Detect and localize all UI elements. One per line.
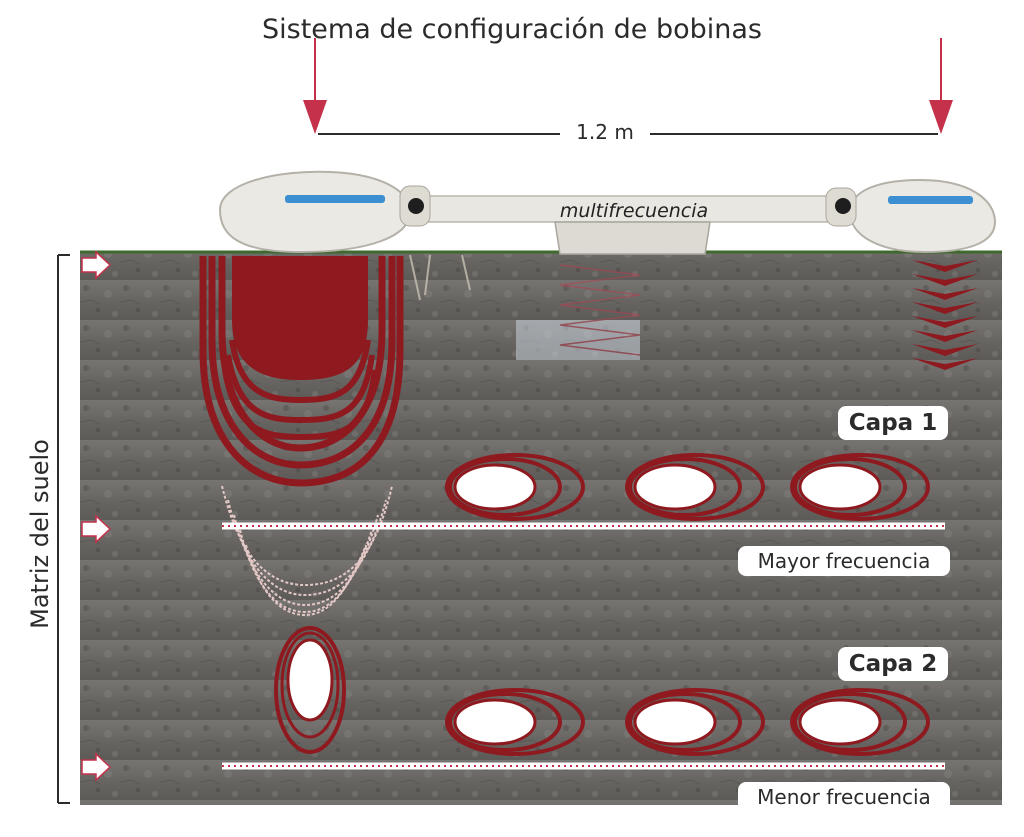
span-label: 1.2 m [560,120,650,144]
layer-2-label: Capa 2 [838,647,948,681]
eddy-ring-l2-b [625,688,765,756]
eddy-ring-l2-c [790,688,930,756]
soil-bracket [57,254,70,804]
attenuated-field-lines [221,485,393,617]
center-receiver-field [516,264,641,360]
depth-arrows [81,250,112,782]
soil-matrix-label: Matriz del suelo [26,439,54,629]
eddy-ring-l1-a [445,453,585,521]
eddy-currents-layer2 [274,626,930,756]
eddy-currents-layer1 [445,453,930,521]
depth-arrow-surface [81,250,112,280]
instrument-label: multifrecuencia [559,200,709,222]
grass [409,254,471,301]
depth-arrow-layer2 [81,752,112,782]
eddy-ring-l2-vertical [274,626,346,754]
eddy-ring-l1-c [790,453,930,521]
layer-1-label: Capa 1 [838,406,948,440]
coil-instrument [218,170,997,255]
low-frequency-label: Menor frecuencia [738,782,950,812]
eddy-ring-l1-b [625,453,765,521]
right-coil-housing [848,178,997,254]
eddy-ring-l2-a [445,688,585,756]
transmitter-core [232,256,368,380]
depth-arrow-layer1 [81,514,112,544]
electronics-module [554,221,711,255]
diagram-title: Sistema de configuración de bobinas [262,14,762,45]
high-frequency-label: Mayor frecuencia [738,546,950,576]
left-coil-housing [218,170,412,254]
right-receiver-field [912,260,978,370]
